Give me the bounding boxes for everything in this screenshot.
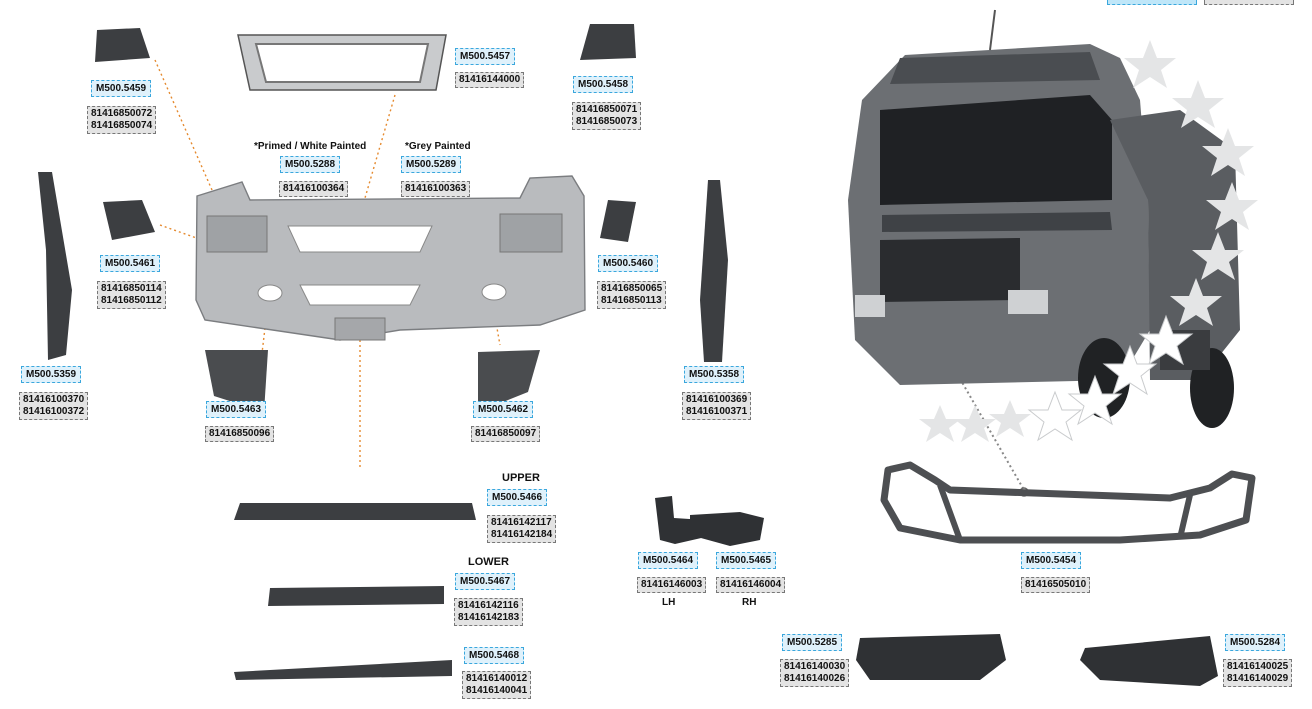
side-label-rh: RH: [742, 597, 757, 608]
part-code-m500-5462: M500.5462: [473, 401, 534, 418]
part-code-m500-5454: M500.5454: [1021, 552, 1082, 569]
part-numbers-m500-5468: 81416140012 81416140041: [462, 671, 532, 699]
part-numbers-m500-5463: 81416850096: [205, 426, 275, 442]
part-numbers-m500-5459: 81416850072 81416850074: [87, 106, 157, 134]
part-numbers-m500-5458: 81416850071 81416850073: [572, 102, 642, 130]
part-code-m500-5460: M500.5460: [598, 255, 659, 272]
part-numbers-m500-5467: 81416142116 81416142183: [454, 598, 524, 626]
part-numbers-m500-5461: 81416850114 81416850112: [97, 281, 166, 309]
part-code-m500-5465: M500.5465: [716, 552, 777, 569]
note-grey-painted: *Grey Painted: [405, 141, 471, 152]
part-code-m500-5285: M500.5285: [782, 634, 843, 651]
part-code-m500-5359: M500.5359: [21, 366, 82, 383]
part-numbers-m500-5289: 81416100363: [401, 181, 471, 197]
part-numbers-m500-5462: 81416850097: [471, 426, 541, 442]
part-code-m500-5466: M500.5466: [487, 489, 548, 506]
header-tab-grey: [1204, 0, 1294, 5]
part-code-m500-5457: M500.5457: [455, 48, 516, 65]
part-code-m500-5464: M500.5464: [638, 552, 699, 569]
part-numbers-m500-5359: 81416100370 81416100372: [19, 392, 89, 420]
part-numbers-m500-5454: 81416505010: [1021, 577, 1091, 593]
part-code-m500-5358: M500.5358: [684, 366, 745, 383]
part-code-m500-5289: M500.5289: [401, 156, 462, 173]
label-lower: LOWER: [468, 556, 509, 568]
note-primed-white: *Primed / White Painted: [254, 141, 367, 152]
label-upper: UPPER: [502, 472, 540, 484]
part-code-m500-5459: M500.5459: [91, 80, 152, 97]
part-code-m500-5468: M500.5468: [464, 647, 525, 664]
part-numbers-m500-5466: 81416142117 81416142184: [487, 515, 557, 543]
part-code-m500-5461: M500.5461: [100, 255, 161, 272]
side-label-lh: LH: [662, 597, 676, 608]
part-numbers-m500-5285: 81416140030 81416140026: [780, 659, 850, 687]
part-numbers-m500-5464: 81416146003: [637, 577, 707, 593]
header-tab-blue: [1107, 0, 1197, 5]
part-code-m500-5284: M500.5284: [1225, 634, 1286, 651]
part-numbers-m500-5288: 81416100364: [279, 181, 349, 197]
part-numbers-m500-5284: 81416140025 81416140029: [1223, 659, 1293, 687]
part-code-m500-5288: M500.5288: [280, 156, 341, 173]
part-numbers-m500-5465: 81416146004: [716, 577, 786, 593]
part-code-m500-5463: M500.5463: [206, 401, 267, 418]
part-numbers-m500-5358: 81416100369 81416100371: [682, 392, 752, 420]
part-numbers-m500-5460: 81416850065 81416850113: [597, 281, 667, 309]
part-code-m500-5467: M500.5467: [455, 573, 516, 590]
part-code-m500-5458: M500.5458: [573, 76, 634, 93]
part-numbers-m500-5457: 81416144000: [455, 72, 525, 88]
